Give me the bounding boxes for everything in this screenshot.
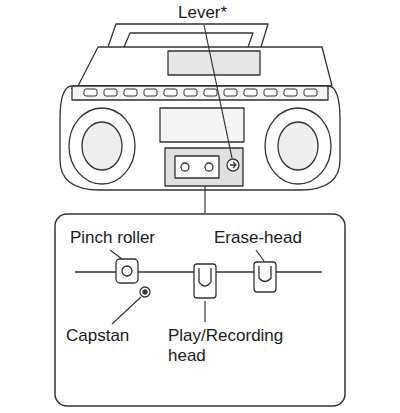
tape-mechanism [175, 156, 219, 178]
cd-panel [160, 108, 244, 142]
leader-line [204, 186, 205, 213]
reel-hub [181, 163, 189, 171]
pinch-roller [116, 259, 138, 283]
inset-frame [55, 214, 345, 406]
top-surface [78, 47, 332, 86]
left-speaker [69, 108, 135, 184]
part-label: Capstan [66, 326, 129, 346]
part-label: Play/Recording head [168, 326, 308, 366]
part-label: Pinch roller [70, 228, 155, 248]
button [144, 89, 157, 96]
play-recording-head [194, 264, 216, 298]
button [184, 89, 197, 96]
button [104, 89, 117, 96]
capstan [140, 287, 150, 297]
leader-line [110, 250, 122, 259]
lever [227, 159, 239, 171]
button [284, 89, 297, 96]
right-speaker-cone [278, 122, 318, 170]
leader-line [204, 25, 232, 158]
button [304, 89, 317, 96]
handle [108, 24, 268, 47]
erase-head [254, 262, 276, 292]
head-gap [259, 266, 271, 282]
lever-label: Lever* [178, 3, 227, 23]
pinch-roller-axle [122, 266, 132, 276]
button [264, 89, 277, 96]
right-speaker [265, 108, 331, 184]
button-strip [72, 86, 328, 100]
buttons [84, 89, 317, 96]
leader-line [256, 250, 264, 261]
body [60, 86, 340, 190]
lever-mark [230, 162, 236, 168]
part-label: Erase-head [214, 228, 302, 248]
left-speaker-cone [82, 122, 122, 170]
button [124, 89, 137, 96]
button [164, 89, 177, 96]
button [204, 89, 217, 96]
button [224, 89, 237, 96]
leader-line [204, 301, 205, 322]
capstan-shaft [143, 290, 147, 294]
button [84, 89, 97, 96]
leader-line [112, 297, 141, 324]
handle-inner [124, 33, 253, 47]
reel-hub [205, 163, 213, 171]
head-gap [199, 268, 211, 286]
button [244, 89, 257, 96]
